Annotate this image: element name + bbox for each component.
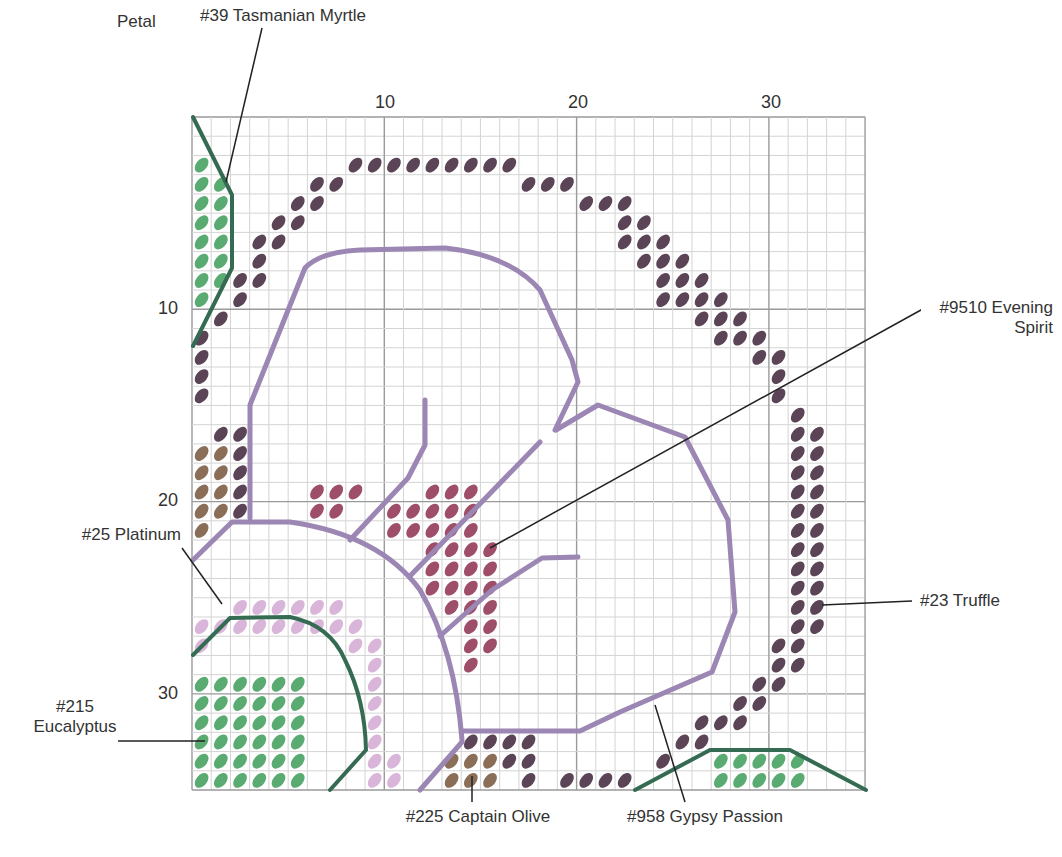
axis-number: 30: [156, 683, 180, 703]
thread-label: #25 Platinum: [80, 525, 183, 545]
region-outline: [193, 117, 866, 790]
axis-number: 10: [156, 298, 180, 318]
axis-number: 10: [373, 92, 397, 112]
thread-label: #39 Tasmanian Myrtle: [198, 6, 368, 26]
thread-label: #9510 Evening Spirit: [921, 298, 1055, 338]
leader-lines: [118, 28, 930, 802]
thread-label: #23 Truffle: [918, 591, 1002, 611]
thread-label: #958 Gypsy Passion: [625, 807, 785, 827]
stitch-grid: [192, 117, 865, 790]
axis-number: 30: [759, 92, 783, 112]
axis-number: 20: [566, 92, 590, 112]
petal-outline: [193, 248, 735, 790]
thread-label: #225 Captain Olive: [404, 807, 553, 827]
axis-number: 20: [156, 490, 180, 510]
stitch-marks: [192, 155, 827, 790]
thread-label: #215 Eucalyptus: [23, 697, 127, 737]
chart-title: Petal: [115, 12, 158, 32]
